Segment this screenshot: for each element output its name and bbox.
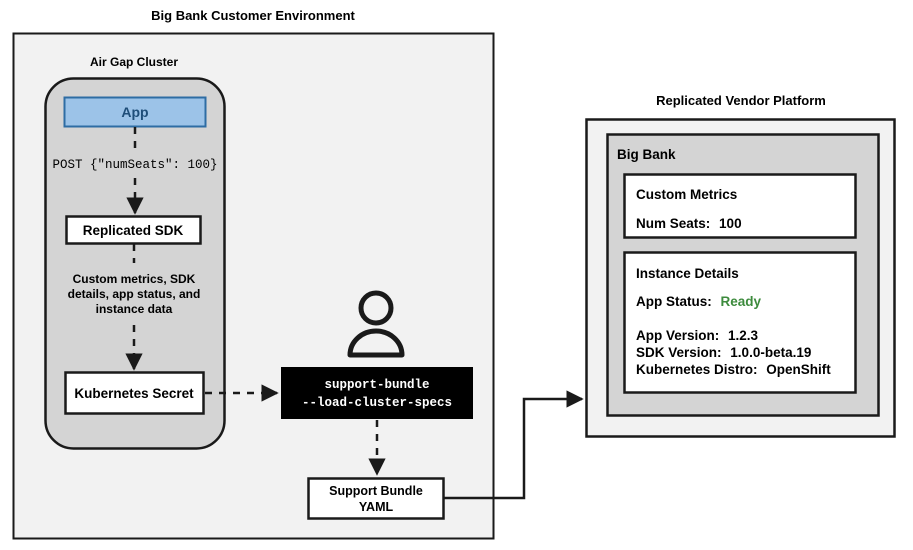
replicated-sdk-box[interactable]	[65, 215, 202, 245]
kubernetes-distro-row: Kubernetes Distro: OpenShift	[636, 362, 831, 377]
air-gap-cluster-title: Air Gap Cluster	[90, 55, 178, 69]
support-bundle-yaml-line-1: Support Bundle	[329, 484, 423, 498]
support-bundle-command-terminal[interactable]	[281, 367, 473, 419]
sdk-version-value: 1.0.0-beta.19	[730, 345, 811, 360]
kubernetes-distro-label: Kubernetes Distro:	[636, 362, 758, 377]
app-version-label: App Version:	[636, 328, 719, 343]
terminal-line-1: support-bundle	[324, 378, 429, 392]
kubernetes-secret-label: Kubernetes Secret	[74, 386, 194, 401]
user-person-icon	[347, 290, 405, 358]
edge-label-metrics-line-3: instance data	[96, 302, 173, 316]
edge-label-metrics-line-1: Custom metrics, SDK	[73, 272, 196, 286]
app-version-row: App Version: 1.2.3	[636, 328, 759, 343]
edge-label-metrics-line-2: details, app status, and	[68, 287, 201, 301]
replicated-sdk-label: Replicated SDK	[83, 223, 184, 238]
terminal-line-2: --load-cluster-specs	[302, 396, 452, 410]
left-panel-title: Big Bank Customer Environment	[151, 8, 355, 23]
app-status-row: App Status: Ready	[636, 294, 762, 309]
support-bundle-yaml-line-2: YAML	[359, 500, 394, 514]
custom-metrics-row: Num Seats: 100	[636, 216, 742, 231]
edge-bundle-to-vendor-platform	[444, 390, 584, 500]
app-box[interactable]	[63, 96, 207, 128]
edge-label-post: POST {"numSeats": 100}	[52, 158, 217, 172]
left-panel-group: Big Bank Customer Environment Air Gap Cl…	[12, 8, 495, 540]
custom-metrics-heading: Custom Metrics	[636, 187, 737, 202]
instance-details-card[interactable]	[623, 251, 857, 394]
instance-details-heading: Instance Details	[636, 266, 739, 281]
air-gap-cluster-container	[44, 77, 226, 450]
kubernetes-distro-value: OpenShift	[766, 362, 831, 377]
tenant-title: Big Bank	[617, 147, 676, 162]
status-badge: Ready	[721, 294, 762, 309]
num-seats-value: 100	[719, 216, 742, 231]
num-seats-label: Num Seats:	[636, 216, 710, 231]
app-status-label: App Status:	[636, 294, 712, 309]
kubernetes-secret-box[interactable]	[64, 371, 205, 415]
app-box-label: App	[121, 104, 148, 120]
right-panel-group: Replicated Vendor Platform Big Bank Cust…	[585, 93, 896, 438]
right-panel-title: Replicated Vendor Platform	[656, 93, 826, 108]
app-version-value: 1.2.3	[728, 328, 759, 343]
custom-metrics-card[interactable]	[623, 173, 857, 239]
sdk-version-row: SDK Version: 1.0.0-beta.19	[636, 345, 811, 360]
sdk-version-label: SDK Version:	[636, 345, 722, 360]
support-bundle-yaml-box[interactable]	[307, 477, 445, 520]
